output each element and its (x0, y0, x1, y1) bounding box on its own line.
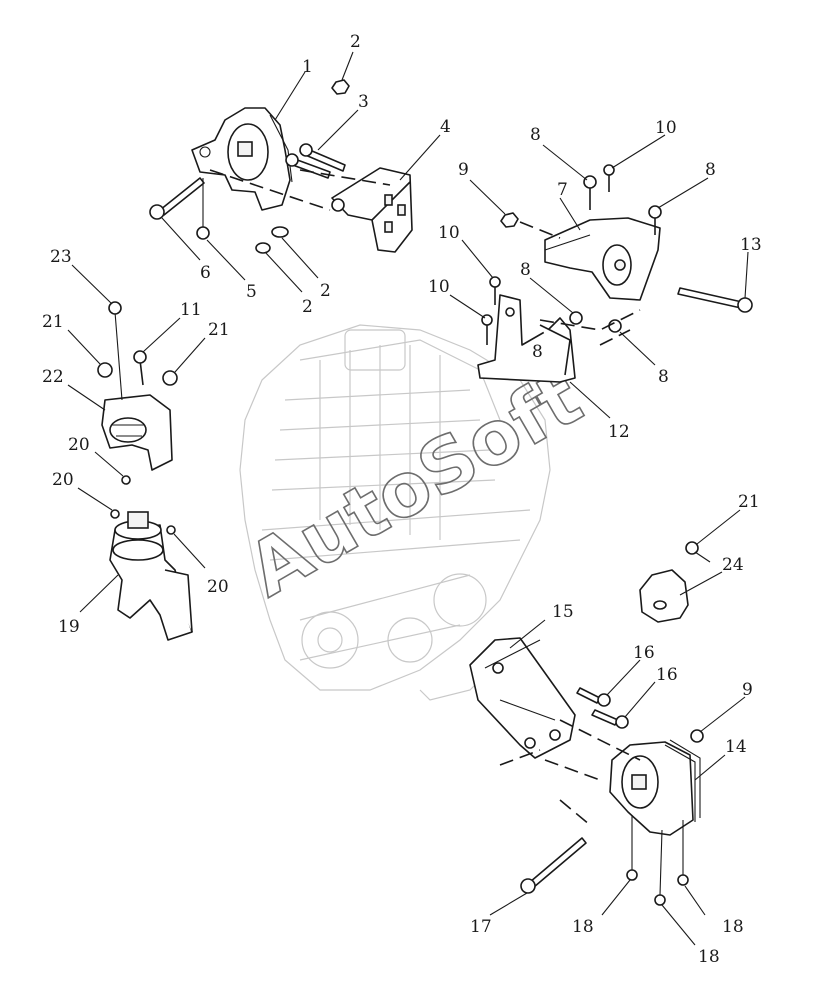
callout-1: 1 (302, 57, 313, 77)
callout-21c: 21 (738, 492, 760, 512)
callout-14: 14 (725, 737, 747, 757)
callout-2c: 2 (302, 297, 313, 317)
leader-lines (67, 51, 749, 946)
right-mount-group (469, 541, 711, 906)
callout-11: 11 (180, 300, 202, 320)
callout-18b: 18 (722, 917, 744, 937)
callout-8b: 8 (705, 160, 716, 180)
callout-21b: 21 (208, 320, 230, 340)
callout-8: 8 (530, 125, 541, 145)
callout-9: 9 (458, 160, 469, 180)
left-mount-group (97, 301, 193, 641)
callout-24: 24 (722, 555, 744, 575)
callout-20b: 20 (52, 470, 74, 490)
callout-13: 13 (740, 235, 762, 255)
callout-4: 4 (440, 117, 451, 137)
callout-8c: 8 (520, 260, 531, 280)
callout-5: 5 (246, 282, 257, 302)
engine-block-ghost (239, 324, 551, 701)
callout-10b: 10 (438, 223, 460, 243)
callout-19: 19 (58, 617, 80, 637)
callout-16: 16 (633, 643, 655, 663)
callout-20c: 20 (207, 577, 229, 597)
callout-18c: 18 (698, 947, 720, 967)
autosoft-watermark: AutoSoft (234, 355, 596, 613)
callout-8d: 8 (658, 367, 669, 387)
callout-12: 12 (608, 422, 630, 442)
callout-23: 23 (50, 247, 72, 267)
callout-18: 18 (572, 917, 594, 937)
callout-10c: 10 (428, 277, 450, 297)
callout-3: 3 (358, 92, 369, 112)
callout-21: 21 (42, 312, 64, 332)
callout-2: 2 (350, 32, 361, 52)
callout-17: 17 (470, 917, 492, 937)
callout-9b: 9 (742, 680, 753, 700)
upper-right-mount-group (477, 164, 753, 383)
callout-6: 6 (200, 263, 211, 283)
callout-10: 10 (655, 118, 677, 138)
callout-labels: 1 2 3 4 2 2 5 6 8 10 9 7 8 13 10 8 10 8 … (42, 32, 762, 967)
callout-2b: 2 (320, 281, 331, 301)
callout-8e: 8 (532, 342, 543, 362)
callout-20: 20 (68, 435, 90, 455)
callout-7: 7 (557, 180, 568, 200)
callout-15: 15 (552, 602, 574, 622)
upper-left-mount-group (149, 79, 413, 254)
callout-22: 22 (42, 367, 64, 387)
callout-16b: 16 (656, 665, 678, 685)
